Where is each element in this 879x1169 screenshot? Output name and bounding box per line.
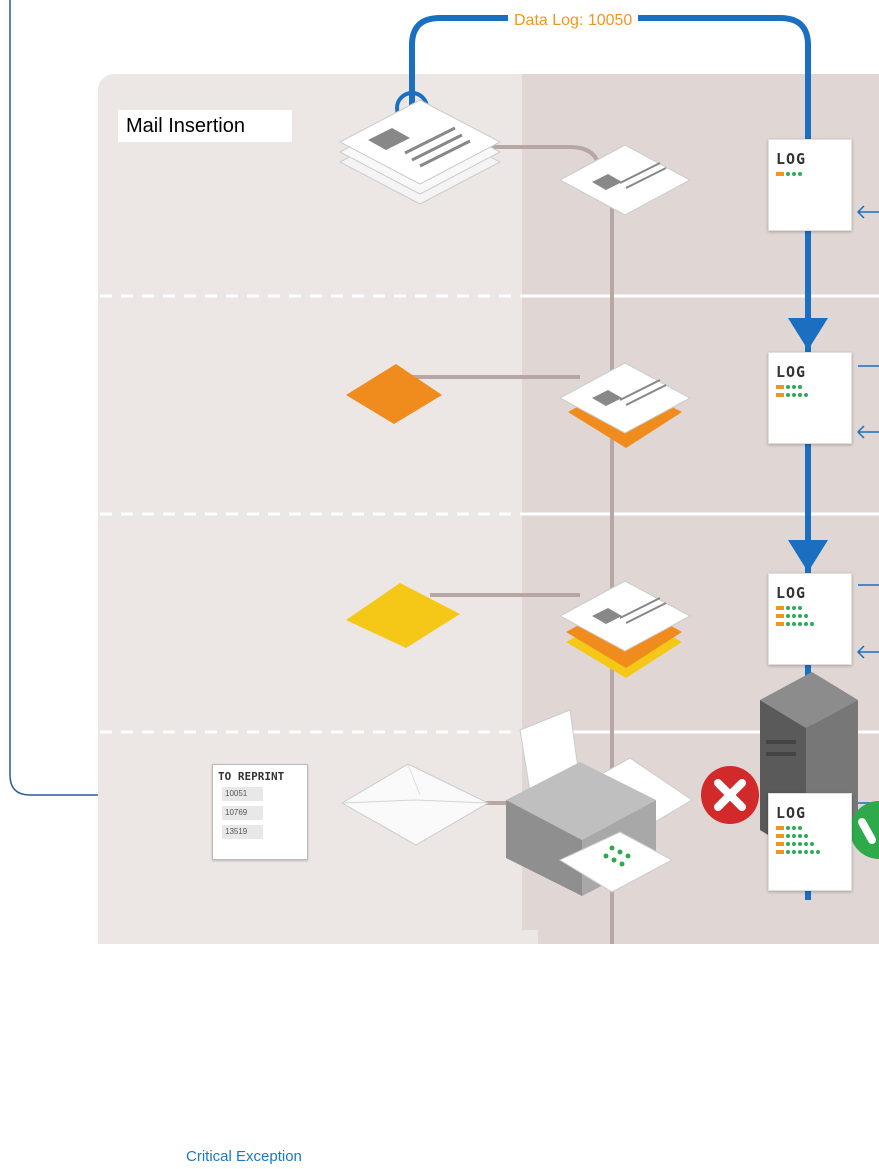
log-entry-row [776,621,851,626]
yellow-insert-icon [346,583,460,648]
document-with-orange-insert-icon [558,362,692,448]
critical-exception-label: Critical Exception [186,1148,302,1165]
log-entry-row [776,841,851,846]
log-entry-row [776,392,851,397]
log-card-3: LOG [768,573,852,665]
x-icon [701,766,759,824]
log-entry-row [776,613,851,618]
log-entry-row [776,171,851,176]
exception-return-line [9,0,212,796]
orange-insert-icon [346,364,442,424]
log-entry-row [776,384,851,389]
log-label: LOG [776,150,807,168]
document-stack-icon [338,99,502,205]
data-log-label: Data Log: 10050 [508,11,639,31]
log-card-4: LOG [768,793,852,891]
flow-arrow [788,540,828,572]
document-with-yellow-insert-icon [558,580,692,678]
reprint-title: TO REPRINT [218,770,285,783]
log-label: LOG [776,584,807,602]
reprint-number: 10769 [222,806,263,820]
reprint-card: TO REPRINT 10051 10769 13519 [212,764,308,860]
printer-icon [506,709,674,896]
open-envelope-icon [341,763,490,846]
log-entry-row [776,849,851,854]
log-entry-row [776,833,851,838]
log-label: LOG [776,363,807,381]
log-label: LOG [776,804,807,822]
log-card-1: LOG [768,139,852,231]
log-entry-row [776,605,851,610]
reprint-number: 13519 [222,825,263,839]
section-title: Mail Insertion [118,110,292,142]
flow-arrow [788,318,828,350]
check-icon [850,801,879,859]
document-icon [558,144,692,216]
reprint-number: 10051 [222,787,263,801]
log-card-2: LOG [768,352,852,444]
log-entry-row [776,825,851,830]
